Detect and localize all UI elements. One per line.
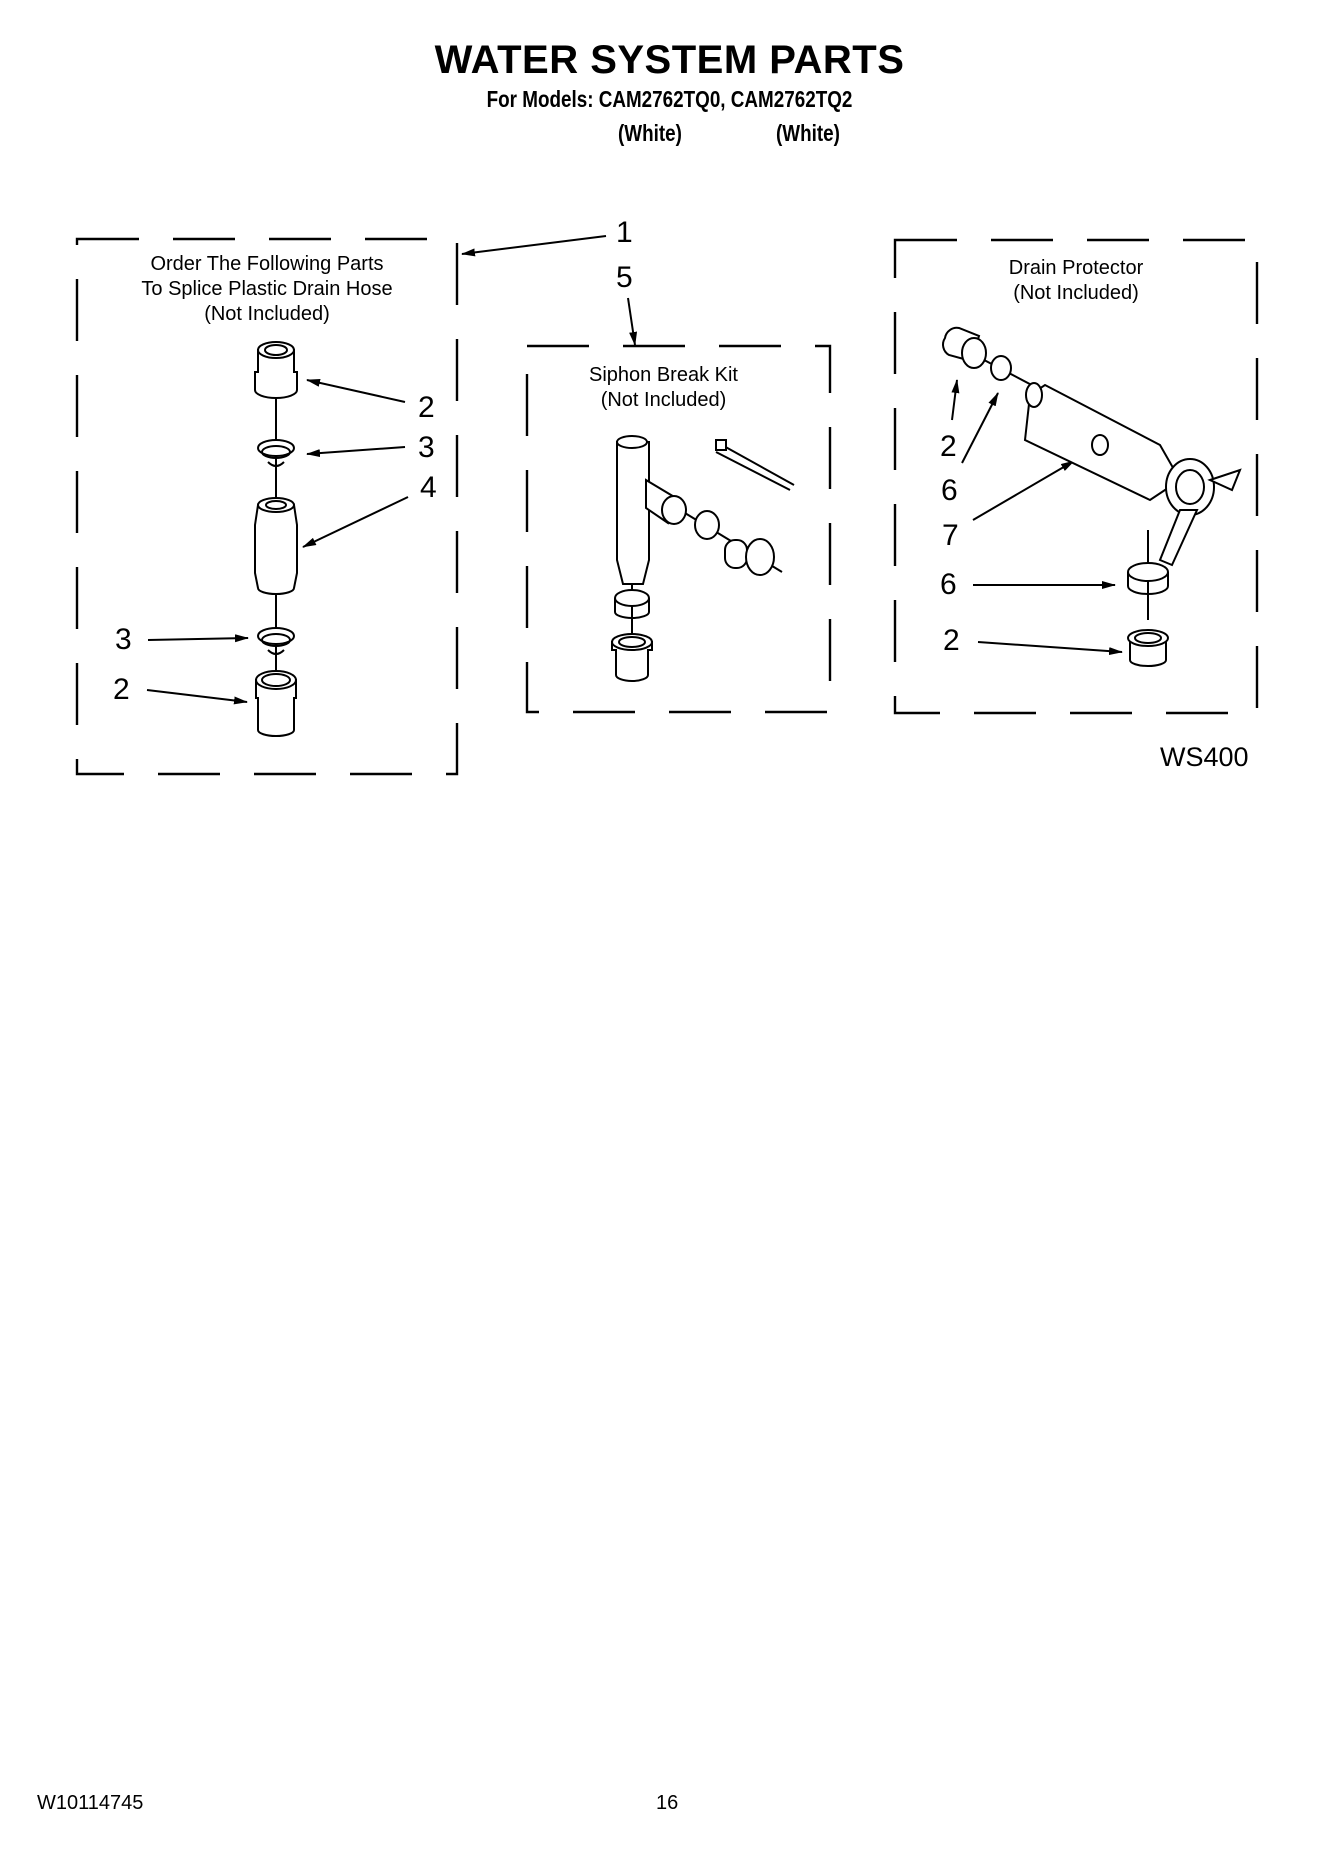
drain-protector-box [893,238,1259,715]
callout-5: 5 [616,261,633,294]
callout-left-2b: 2 [113,673,130,706]
splice-kit-box [75,237,459,776]
caption-line: (Not Included) [600,389,727,411]
drain-protector-caption: Drain Protector (Not Included) [945,256,1207,306]
callout-right-2: 2 [940,430,957,463]
splice-parts [254,341,298,737]
caption-line: To Splice Plastic Drain Hose [141,278,393,300]
caption-line: Siphon Break Kit [589,364,738,386]
page-number: 16 [656,1792,679,1814]
callout-left-3b: 3 [115,623,132,656]
splice-kit-caption: Order The Following Parts To Splice Plas… [77,252,457,327]
caption-line: (Not Included) [204,303,330,325]
callout-left-4: 4 [420,471,437,504]
diagram-id: WS400 [1160,742,1249,772]
callout-right-6b: 6 [940,568,957,601]
model-color-1: (White) [618,120,682,146]
siphon-parts [611,435,795,682]
callout-right-6: 6 [941,474,958,507]
caption-line: Order The Following Parts [150,253,384,275]
callout-left-2: 2 [418,391,435,424]
callout-left-3: 3 [418,431,435,464]
caption-line: Drain Protector [1008,257,1144,279]
model-color-2: (White) [776,120,840,146]
siphon-break-box [525,344,832,714]
siphon-break-caption: Siphon Break Kit (Not Included) [527,363,800,413]
page-title: WATER SYSTEM PARTS [434,38,905,82]
callout-1: 1 [616,216,633,249]
callout-right-7: 7 [942,519,959,552]
callout-right-2b: 2 [943,624,960,657]
caption-line: (Not Included) [1013,282,1139,304]
drain-protector-parts [942,326,1242,667]
models-line: For Models: CAM2762TQ0, CAM2762TQ2 [486,86,853,112]
doc-number: W10114745 [37,1792,144,1814]
